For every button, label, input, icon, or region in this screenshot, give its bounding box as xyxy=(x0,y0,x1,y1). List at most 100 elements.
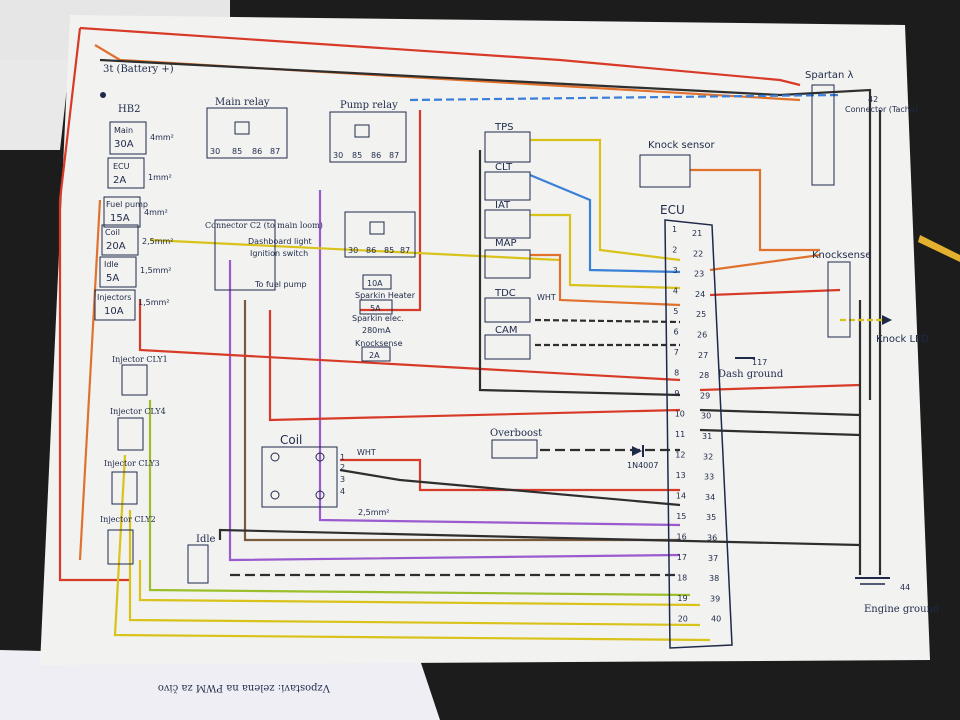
dash-ground-label: Dash ground xyxy=(718,369,784,380)
sensor-tps xyxy=(484,131,531,163)
ecu-pin-14: 14 xyxy=(676,492,686,501)
main-relay-pin-30: 30 xyxy=(210,147,220,156)
spartan-connector xyxy=(811,84,835,186)
ecu-pin-20: 20 xyxy=(678,615,688,624)
ecu-pin-33: 33 xyxy=(704,473,714,482)
connector-c2-pin2: Ignition switch xyxy=(250,249,308,258)
wire-iat-yellow xyxy=(530,213,681,290)
ecu-pin-21: 21 xyxy=(692,229,702,238)
fuse-coil-rating: 20A xyxy=(106,241,126,252)
overboost-label: Overboost xyxy=(490,428,542,439)
wire-tps-yellow xyxy=(530,138,681,262)
spartan-pin: 42 xyxy=(868,95,878,104)
aux-fuses: 10A Sparkin Heater 5A Sparkin elec. 280m… xyxy=(352,274,416,362)
ecu-pin-2: 2 xyxy=(672,246,677,255)
sensor-iat-label: IAT xyxy=(495,200,511,211)
ecu-pin-13: 13 xyxy=(676,471,686,480)
ecu-pin-32: 32 xyxy=(703,452,713,461)
ignition-coil: Coil 1 2 3 4 WHT 2,5mm² xyxy=(261,433,390,517)
sensor-tdc xyxy=(484,297,531,323)
fuse-fuel-pump-name: Fuel pump xyxy=(106,200,148,209)
fuse-fuel-pump xyxy=(103,196,141,228)
wire-map-orange xyxy=(530,253,681,307)
wire-ecu-right-orange xyxy=(709,253,821,272)
fuse-fuel-pump-rating: 15A xyxy=(110,213,130,224)
knock-led-icon xyxy=(882,315,892,325)
ecu-pin-30: 30 xyxy=(701,412,711,421)
connector-c2-out: To fuel pump xyxy=(254,280,307,289)
wire-yellow-2 xyxy=(128,510,701,627)
ecu-pin-16: 16 xyxy=(677,533,687,542)
fuse-injectors-wire: 1,5mm² xyxy=(138,298,170,307)
sensor-iat xyxy=(484,209,531,239)
coil-tower-1 xyxy=(270,452,280,462)
wire-mid-red-2 xyxy=(268,310,681,422)
wire-red-aux xyxy=(360,110,422,312)
spartan-lambda: Spartan λ Connector (Tacho) 42 xyxy=(805,70,918,186)
injector-cly4 xyxy=(117,417,144,451)
wire-coil-black xyxy=(339,468,681,507)
wire-knock-sensor xyxy=(690,168,820,252)
diode-icon xyxy=(632,446,642,456)
dash-ground: 117 Dash ground xyxy=(718,357,784,380)
ecu-pin-3: 3 xyxy=(673,266,678,275)
main-relay-box xyxy=(206,107,288,159)
coil-pin-4: 4 xyxy=(340,487,345,496)
ecu-pin-25: 25 xyxy=(696,310,706,319)
ecu-pin-22: 22 xyxy=(693,249,703,258)
wire-purple-2 xyxy=(318,190,681,527)
spartan-connector-label: Connector (Tacho) xyxy=(845,105,918,114)
ecu-pin-23: 23 xyxy=(694,270,704,279)
fuse-ecu-wire: 1mm² xyxy=(148,173,172,182)
sensor-map xyxy=(484,249,531,279)
aux-relay-box xyxy=(344,211,416,258)
connector-c2-box xyxy=(214,219,276,291)
wire-brown xyxy=(243,300,680,542)
wire-ecu-ground-2 xyxy=(699,428,861,437)
pump-relay-pin-87: 87 xyxy=(389,151,399,160)
paper-bottom-sheet xyxy=(0,650,440,720)
wire-ecu-knock-red xyxy=(699,383,861,392)
wire-tdc xyxy=(534,318,681,324)
coil-wire-gauge: 2,5mm² xyxy=(358,508,390,517)
coil-wire-wht: WHT xyxy=(357,448,376,457)
diode: 1N4007 xyxy=(627,445,658,470)
ecu-pin-18: 18 xyxy=(677,574,687,583)
aux-relay-pin-30: 30 xyxy=(348,246,358,255)
pump-relay: Pump relay 30 85 86 87 xyxy=(329,100,407,163)
ecu-pin-5: 5 xyxy=(673,307,678,316)
injector-cly4-label: Injector CLY4 xyxy=(110,407,166,416)
aux-fuse-1-name: Sparkin Heater xyxy=(355,291,416,300)
ecu-pin-29: 29 xyxy=(700,391,710,400)
fuse-coil xyxy=(101,224,139,256)
coil-title: Coil xyxy=(280,433,302,447)
aux-relay-coil xyxy=(369,221,385,235)
ecu-pin-1: 1 xyxy=(672,225,677,234)
wire-label-wht: WHT xyxy=(537,293,556,302)
ecu-pin-19: 19 xyxy=(677,594,687,603)
ecu-pin-15: 15 xyxy=(676,512,686,521)
wire-purple xyxy=(228,260,681,562)
injector-cly1-label: Injector CLY1 xyxy=(112,355,168,364)
fuse-ecu-name: ECU xyxy=(113,162,130,171)
coil-pin-1: 1 xyxy=(340,453,345,462)
aux-fuse-4-rating: 2A xyxy=(369,351,380,360)
ecu-pin-31: 31 xyxy=(702,432,712,441)
ecu-pin-38: 38 xyxy=(709,574,719,583)
pencil-icon xyxy=(918,235,960,262)
wire-yellow-c2 xyxy=(149,238,561,262)
fuse-idle xyxy=(99,256,137,288)
aux-relay-pin-85: 85 xyxy=(384,246,394,255)
main-relay-title: Main relay xyxy=(215,97,270,108)
idle-valve-label: Idle xyxy=(196,534,216,545)
ecu-pin-8: 8 xyxy=(674,369,679,378)
wire-yellow-3 xyxy=(113,454,711,642)
fuse-ecu xyxy=(107,157,145,189)
aux-relay-pin-87: 87 xyxy=(400,246,410,255)
injector-cly2 xyxy=(107,529,134,565)
coil-tower-4 xyxy=(315,490,325,500)
